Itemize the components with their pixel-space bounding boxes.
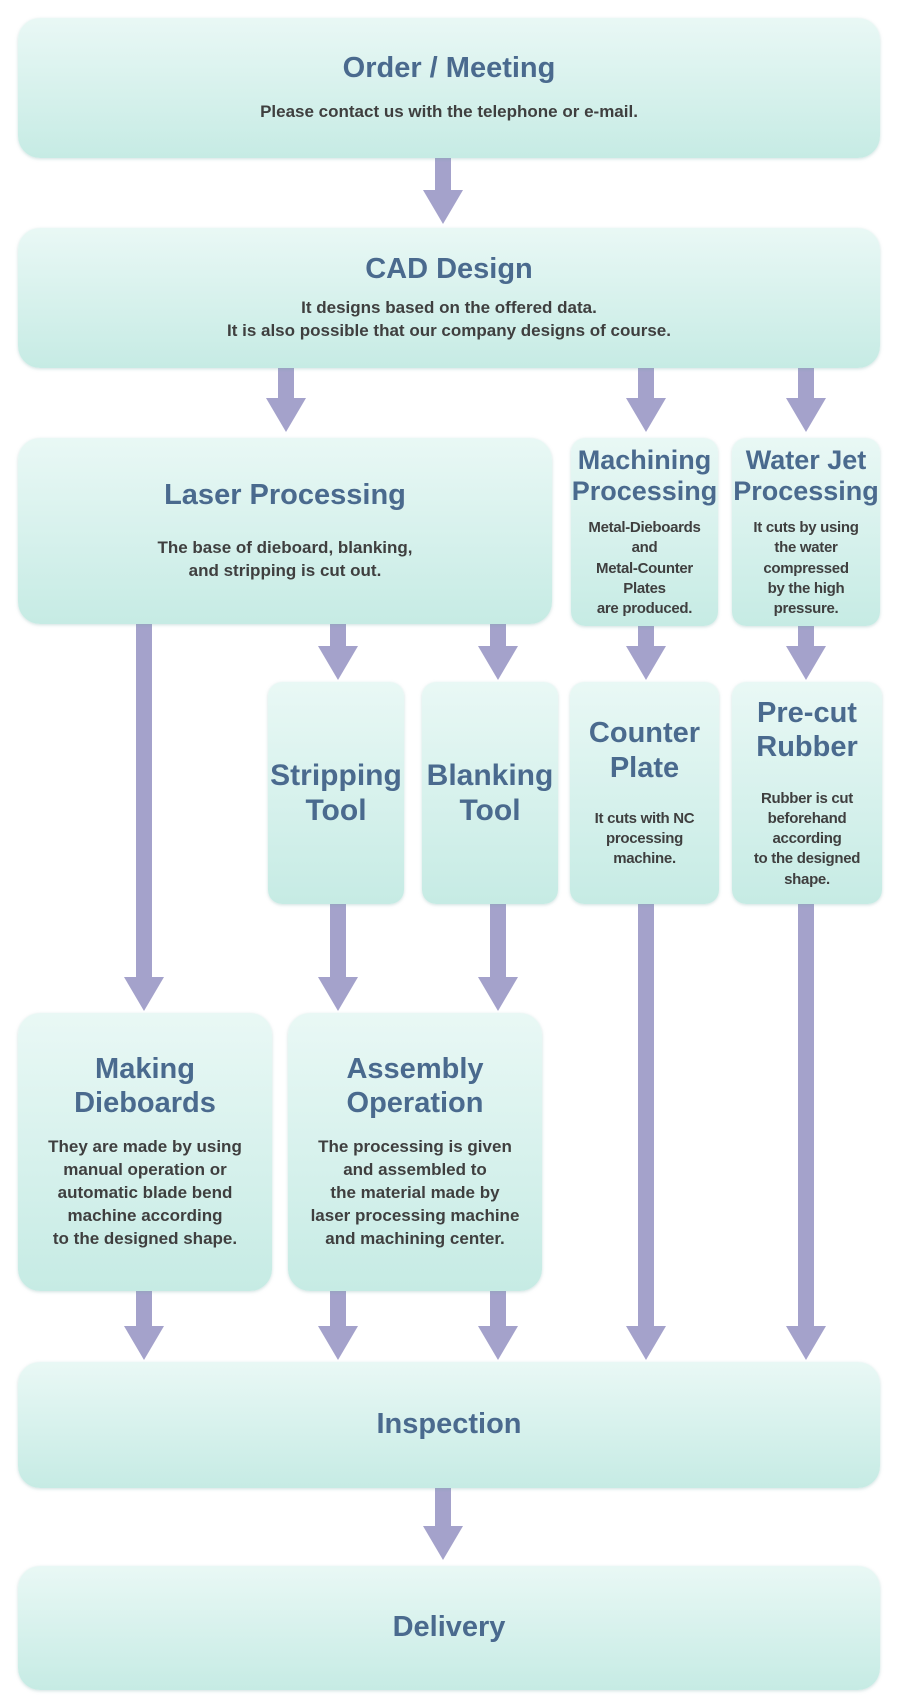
arrow-precut-to-inspection	[786, 904, 826, 1360]
step-title: Inspection	[376, 1408, 522, 1441]
step-water-jet-processing: Water Jet Processing It cuts by using th…	[732, 438, 880, 626]
arrow-laser-to-dieboards	[124, 624, 164, 1011]
arrow-cad-to-waterjet	[786, 368, 826, 432]
step-counter-plate: Counter Plate It cuts with NC processing…	[570, 682, 719, 904]
arrow-laser-to-stripping	[318, 624, 358, 680]
step-description: It designs based on the offered data. It…	[227, 297, 671, 340]
step-title: Water Jet Processing	[733, 444, 879, 507]
step-cad-design: CAD Design It designs based on the offer…	[18, 228, 880, 368]
arrow-blanking-to-assembly	[478, 904, 518, 1011]
arrow-order-to-cad	[423, 158, 463, 224]
step-delivery: Delivery	[18, 1566, 880, 1690]
step-description: Rubber is cut beforehand according to th…	[753, 789, 861, 888]
step-description: The processing is given and assembled to…	[310, 1137, 520, 1248]
step-laser-processing: Laser Processing The base of dieboard, b…	[18, 438, 552, 624]
step-description: Metal-Dieboards and Metal-Counter Plates…	[588, 519, 701, 618]
step-description: The base of dieboard, blanking, and stri…	[157, 537, 413, 580]
arrow-machining-to-counter	[626, 626, 666, 680]
step-blanking-tool: Blanking Tool	[422, 682, 558, 904]
arrow-assembly-to-inspection-right	[478, 1291, 518, 1360]
step-stripping-tool: Stripping Tool	[268, 682, 404, 904]
step-title: Delivery	[392, 1611, 506, 1644]
step-description: It cuts by using the water compressed by…	[753, 519, 859, 618]
step-title: Counter Plate	[588, 717, 701, 784]
step-assembly-operation: Assembly Operation The processing is giv…	[288, 1013, 542, 1291]
step-machining-processing: Machining Processing Metal-Dieboards and…	[571, 438, 718, 626]
step-title: Making Dieboards	[74, 1053, 216, 1119]
step-inspection: Inspection	[18, 1362, 880, 1488]
arrow-assembly-to-inspection-left	[318, 1291, 358, 1360]
step-pre-cut-rubber: Pre-cut Rubber Rubber is cut beforehand …	[732, 682, 882, 904]
step-title: Laser Processing	[164, 479, 406, 512]
step-title: Stripping Tool	[270, 758, 402, 827]
step-description: Please contact us with the telephone or …	[260, 102, 638, 122]
step-title: Order / Meeting	[342, 51, 556, 84]
step-description: They are made by using manual operation …	[48, 1137, 242, 1248]
step-title: Blanking Tool	[426, 758, 554, 827]
arrow-waterjet-to-precut	[786, 626, 826, 680]
arrow-cad-to-laser	[266, 368, 306, 432]
step-title: Assembly Operation	[346, 1053, 484, 1119]
arrow-cad-to-machining	[626, 368, 666, 432]
arrow-stripping-to-assembly	[318, 904, 358, 1011]
step-making-dieboards: Making Dieboards They are made by using …	[18, 1013, 272, 1291]
step-title: CAD Design	[365, 253, 533, 286]
arrow-inspection-to-delivery	[423, 1488, 463, 1560]
arrow-laser-to-blanking	[478, 624, 518, 680]
step-title: Pre-cut Rubber	[756, 697, 858, 764]
arrow-dieboards-to-inspection	[124, 1291, 164, 1360]
step-order-meeting: Order / Meeting Please contact us with t…	[18, 18, 880, 158]
step-title: Machining Processing	[571, 444, 718, 507]
arrow-counter-to-inspection	[626, 904, 666, 1360]
step-description: It cuts with NC processing machine.	[594, 809, 695, 868]
